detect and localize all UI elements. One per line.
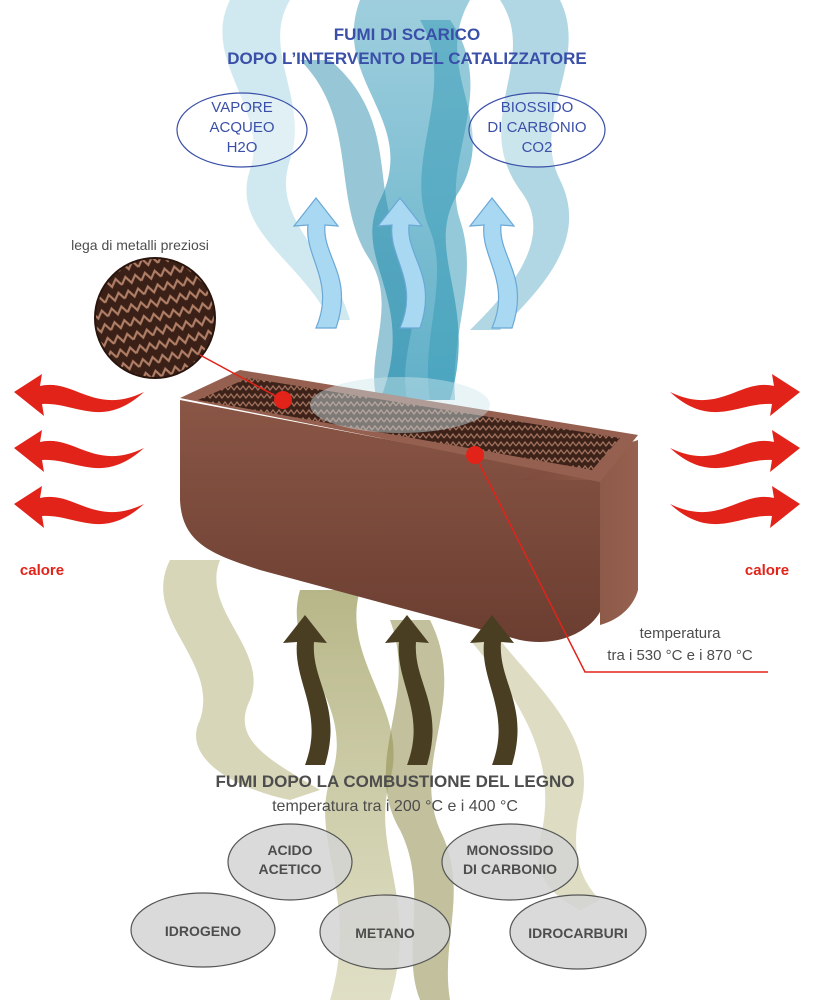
heat-label-right: calore bbox=[745, 562, 789, 579]
heat-label-left: calore bbox=[20, 562, 64, 579]
input-methane-line1: METANO bbox=[355, 925, 415, 941]
heat-arrows-left bbox=[14, 374, 144, 528]
heat-arrow-right bbox=[670, 374, 800, 416]
output-water-line1: VAPORE bbox=[211, 99, 272, 116]
clean-flow-arrow bbox=[468, 197, 519, 329]
input-carbon-monoxide: MONOSSIDO DI CARBONIO bbox=[441, 823, 579, 901]
input-hydrogen: IDROGENO bbox=[130, 892, 276, 968]
combustion-flow-arrow bbox=[470, 615, 518, 765]
heat-arrow-right bbox=[670, 430, 800, 472]
input-methane: METANO bbox=[319, 894, 451, 970]
input-hydrogen-line1: IDROGENO bbox=[165, 923, 241, 939]
input-acetic-line2: ACETICO bbox=[259, 861, 322, 877]
catalyst-block bbox=[180, 370, 638, 642]
leader-lines bbox=[199, 354, 768, 673]
input-hydrocarbons: IDROCARBURI bbox=[509, 894, 647, 970]
heat-arrow-right bbox=[670, 486, 800, 528]
input-hydrocarbons-line1: IDROCARBURI bbox=[528, 925, 628, 941]
output-co2-line3: CO2 bbox=[522, 139, 553, 156]
heat-arrows-right bbox=[670, 374, 800, 528]
input-acetic-line1: ACIDO bbox=[267, 842, 312, 858]
clean-flow-arrow bbox=[292, 197, 343, 329]
top-title-line2: DOPO L’INTERVENTO DEL CATALIZZATORE bbox=[227, 49, 587, 68]
combustion-flow-arrow bbox=[385, 615, 433, 765]
combustion-flow-arrow bbox=[283, 615, 331, 765]
heat-arrow-left bbox=[14, 430, 144, 472]
temperature-label-line1: temperatura bbox=[640, 625, 722, 642]
combustion-flow-arrows bbox=[283, 615, 518, 765]
clean-flow-arrow bbox=[376, 197, 427, 329]
input-acetic-acid: ACIDO ACETICO bbox=[227, 823, 353, 901]
output-carbon-dioxide: BIOSSIDO DI CARBONIO CO2 bbox=[468, 92, 606, 168]
output-water-line2: ACQUEO bbox=[209, 119, 274, 136]
temperature-label-line2: tra i 530 °C e i 870 °C bbox=[607, 647, 753, 664]
top-title-line1: FUMI DI SCARICO bbox=[334, 25, 480, 44]
clean-flow-arrows bbox=[292, 197, 519, 329]
bottom-title-line2: temperatura tra i 200 °C e i 400 °C bbox=[272, 798, 518, 815]
alloy-label: lega di metalli preziosi bbox=[71, 237, 209, 253]
bottom-title-line1: FUMI DOPO LA COMBUSTIONE DEL LEGNO bbox=[216, 772, 575, 791]
heat-arrow-left bbox=[14, 374, 144, 416]
heat-arrow-left bbox=[14, 486, 144, 528]
clean-exhaust-smoke bbox=[222, 0, 570, 410]
input-co-line2: DI CARBONIO bbox=[463, 861, 557, 877]
output-water-line3: H2O bbox=[227, 139, 258, 156]
alloy-magnifier bbox=[94, 257, 216, 379]
output-co2-line1: BIOSSIDO bbox=[501, 99, 574, 116]
output-co2-line2: DI CARBONIO bbox=[487, 119, 586, 136]
input-co-line1: MONOSSIDO bbox=[466, 842, 553, 858]
output-water-vapor: VAPORE ACQUEO H2O bbox=[176, 92, 308, 168]
